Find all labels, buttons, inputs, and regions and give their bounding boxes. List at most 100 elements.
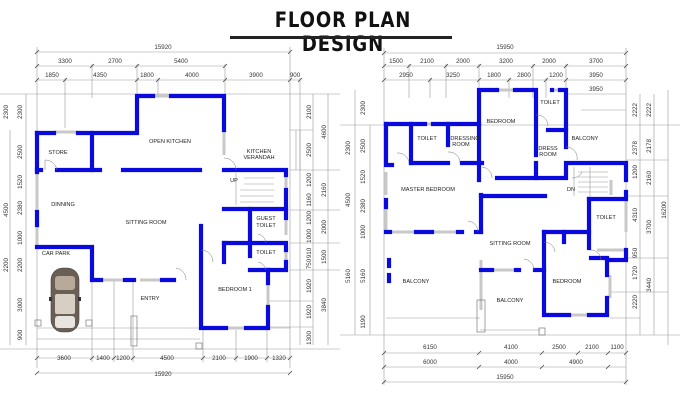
- stair-label-up: UP: [230, 178, 238, 184]
- ff-dim-top: 2000: [542, 58, 556, 65]
- ff-dim-left: 5160: [345, 269, 352, 283]
- gf-dim-left: 2300: [17, 105, 24, 119]
- stair-label-dn: DN: [567, 187, 575, 193]
- gf-dim-top: 3900: [249, 72, 263, 79]
- ff-dim-top: 3700: [589, 58, 603, 65]
- room-label-guest-toilet: TOILET: [256, 223, 276, 229]
- ff-dim-bottom: 6150: [423, 344, 437, 351]
- ff-dim-right: 1200: [632, 165, 639, 179]
- gf-dim-right: 1200: [306, 211, 313, 225]
- ff-dim-bottom: 2500: [552, 344, 566, 351]
- ff-dim-top: 3950: [589, 86, 603, 93]
- room-label-kitchen-verandah: KITCHEN: [247, 149, 272, 155]
- gf-dim-bottom: 2100: [212, 355, 226, 362]
- room-label-dress-room: DRESS: [538, 146, 558, 152]
- gf-dim-top: 3300: [58, 58, 72, 65]
- room-label-car-park: CAR PARK: [42, 251, 70, 257]
- ff-dim-top-overall: 15950: [496, 44, 514, 51]
- gf-dim-right: 1920: [306, 305, 313, 319]
- ff-dim-left: 1520: [360, 170, 367, 184]
- gf-dim-right: 910: [306, 247, 313, 258]
- room-label-dinning: DINNING: [51, 202, 75, 208]
- gf-dim-bottom: 4500: [160, 355, 174, 362]
- room-label-toilet: TOILET: [540, 100, 560, 106]
- ff-dim-left: 1000: [360, 225, 367, 239]
- gf-dim-left: 4500: [3, 203, 10, 217]
- gf-dim-right: 1200: [306, 173, 313, 187]
- gf-dim-bottom: 1400: [96, 355, 110, 362]
- ff-dim-right: 2220: [632, 295, 639, 309]
- car-icon: [49, 267, 81, 333]
- room-label-balcony: BALCONY: [403, 279, 430, 285]
- gf-dim-bottom: 1320: [272, 355, 286, 362]
- ff-dim-left: 4500: [345, 193, 352, 207]
- gf-dim-right: 2000: [321, 220, 328, 234]
- ff-dim-top: 1800: [487, 72, 501, 79]
- ff-dim-right: 1720: [632, 266, 639, 280]
- room-label-toilet: TOILET: [596, 215, 616, 221]
- ff-dim-right: 950: [632, 247, 639, 258]
- room-label-toilet: TOILET: [256, 250, 276, 256]
- ff-dim-right: 2222: [646, 103, 653, 117]
- ground-floor-plan: 15920 3300 2700 5400 1850 4350 1800 4000…: [0, 44, 340, 378]
- ff-dim-left: 2300: [345, 141, 352, 155]
- ff-dim-top: 3200: [499, 58, 513, 65]
- gf-dim-left: 2300: [3, 105, 10, 119]
- room-label-entry: ENTRY: [141, 296, 160, 302]
- ff-dim-right: 3440: [646, 278, 653, 292]
- ff-dim-bottom: 4100: [504, 344, 518, 351]
- gf-dim-bottom-overall: 15920: [154, 371, 172, 378]
- gf-dim-top: 2700: [108, 58, 122, 65]
- gf-dim-left: 3000: [17, 298, 24, 312]
- room-label-sitting-room: SITTING ROOM: [125, 220, 166, 226]
- ff-dim-top: 2800: [517, 72, 531, 79]
- ff-dim-left: 2300: [360, 101, 367, 115]
- ff-dim-top: 1500: [389, 58, 403, 65]
- ff-dim-left: 2500: [360, 139, 367, 153]
- gf-dim-top: 4000: [185, 72, 199, 79]
- ff-dim-bottom: 4900: [569, 359, 583, 366]
- room-label-master-bedroom: MASTER BEDROOM: [401, 187, 455, 193]
- gf-dim-right: 1920: [306, 279, 313, 293]
- room-label-dressing-room: DRESSING: [450, 136, 479, 142]
- ff-dim-top: 3950: [589, 72, 603, 79]
- gf-dim-left: 2500: [17, 145, 24, 159]
- gf-dim-top: 4350: [93, 72, 107, 79]
- room-label-toilet: TOILET: [417, 136, 437, 142]
- ff-dim-bottom: 1100: [610, 344, 624, 351]
- ff-dim-top: 2100: [420, 58, 434, 65]
- ff-dim-bottom: 2100: [585, 344, 599, 351]
- ff-dim-left: 5160: [360, 269, 367, 283]
- gf-dim-left: 1520: [17, 175, 24, 189]
- ff-dim-bottom-overall: 15950: [496, 374, 514, 381]
- ff-dim-right: 2222: [632, 103, 639, 117]
- column-marker: [34, 319, 42, 327]
- gf-dim-left: 1000: [17, 231, 24, 245]
- gf-dim-right: 3840: [321, 298, 328, 312]
- gf-dim-bottom: 1200: [116, 355, 130, 362]
- gf-dim-right: 2160: [321, 183, 328, 197]
- gf-dim-top: 1850: [45, 72, 59, 79]
- room-label-guest-toilet: GUEST: [256, 216, 276, 222]
- column-marker: [85, 319, 93, 327]
- ff-dim-right: 3700: [646, 220, 653, 234]
- gf-dim-right: 1500: [321, 250, 328, 264]
- room-label-dressing-room: ROOM: [452, 142, 470, 148]
- ff-dim-right-overall: 16200: [661, 201, 668, 219]
- ff-dim-right: 2160: [646, 171, 653, 185]
- room-label-sitting-room: SITTING ROOM: [489, 241, 530, 247]
- gf-dim-bottom: 3600: [57, 355, 71, 362]
- column-marker: [476, 299, 486, 333]
- gf-dim-left: 2380: [17, 201, 24, 215]
- gf-dim-left: 2200: [17, 258, 24, 272]
- column-marker: [538, 327, 546, 336]
- gf-dim-right: 1300: [306, 331, 313, 345]
- room-label-kitchen-verandah: VERANDAH: [243, 155, 274, 161]
- ff-dim-left: 2380: [360, 199, 367, 213]
- room-label-bedroom1: BEDROOM 1: [218, 287, 252, 293]
- room-label-dress-room: ROOM: [539, 152, 557, 158]
- ff-dim-left: 1190: [360, 315, 367, 329]
- ff-dim-right: 2378: [632, 141, 639, 155]
- room-label-store: STORE: [48, 150, 67, 156]
